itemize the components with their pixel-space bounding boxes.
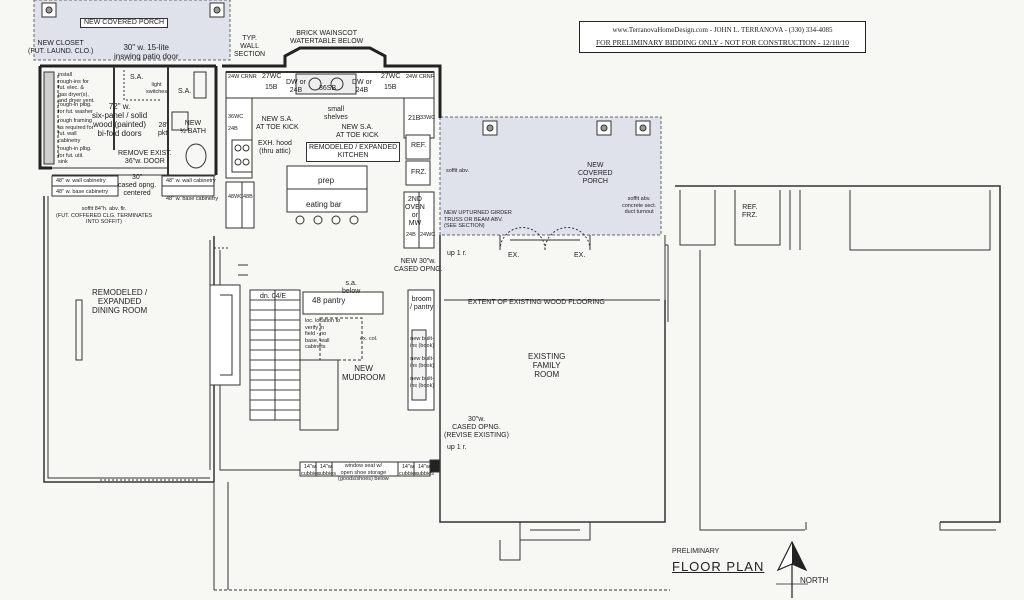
label-new-mudroom: NEW MUDROOM: [342, 364, 386, 382]
label-base-cabinetry-1: 48" w. base cabinetry: [56, 189, 109, 195]
title-block-disclaimer: FOR PRELIMINARY BIDDING ONLY - NOT FOR C…: [596, 38, 849, 47]
label-wc27-2: 27WC: [381, 73, 401, 80]
label-extent-flooring: EXTENT OF EXISTING WOOD FLOORING: [468, 299, 605, 306]
label-new-sa-toe-kick-2: NEW S.A. AT TOE KICK: [336, 124, 379, 139]
label-six-panel-doors: 72" w. six-panel / solid wood (painted) …: [92, 102, 148, 138]
label-new-cased-opening: NEW 30"w. CASED OPNG.: [394, 258, 443, 273]
label-half-bath: NEW ½ BATH: [180, 120, 206, 135]
label-new-closet: NEW CLOSET (FUT. LAUND. CLO.): [28, 40, 94, 55]
label-mudroom-note: loc. location to verify in field - no ba…: [305, 318, 341, 350]
label-rough-ins-2: rough-in plbg. for fut. washer: [58, 102, 93, 115]
label-second-oven: 2ND OVEN or MW: [405, 196, 425, 227]
label-b21: 21B: [408, 115, 421, 122]
label-covered-porch-top: NEW COVERED PORCH: [80, 18, 169, 28]
label-typ-wall-section: TYP. WALL SECTION: [234, 35, 266, 58]
label-48-pantry: 48 pantry: [312, 296, 346, 305]
label-b15-1: 15B: [265, 84, 278, 91]
label-wc24-v: 24WC: [420, 232, 436, 238]
label-wc36: 36WC: [228, 114, 244, 120]
label-cubbies-3: 14"w. cubbies: [399, 464, 418, 477]
label-soffit-note: soffit 84"h. abv. flr. (FUT. COFFERED CL…: [56, 206, 153, 225]
label-cased-opening-2: 30"w. CASED OPNG. (REVISE EXISTING): [444, 416, 509, 439]
label-up-1r-2: up 1 r.: [447, 444, 467, 451]
label-sa-2: S.A.: [178, 88, 192, 95]
label-b24: 24B: [228, 126, 238, 132]
label-built-ins-3: new built- ins (book): [410, 376, 435, 389]
plan-title: PRELIMINARY FLOOR PLAN: [672, 548, 764, 574]
label-cased-opening-1: 30" cased opng. centered: [118, 174, 157, 197]
label-wall-cabinetry-2: 48" w. wall cabinetry: [166, 178, 216, 184]
label-ex-cols: ex. col.: [360, 336, 378, 342]
title-block: www.TerranovaHomeDesign.com - JOHN L. TE…: [579, 21, 866, 53]
label-pocket-door: 28" pkt.: [158, 122, 170, 137]
label-dn: dn. 04/E: [260, 293, 287, 300]
label-family-room: EXISTING FAMILY ROOM: [528, 352, 566, 379]
label-wc24-2: 24W CRNR: [406, 74, 435, 80]
title-block-website: www.TerranovaHomeDesign.com - JOHN L. TE…: [612, 26, 833, 34]
label-built-ins-1: new built- ins (book): [410, 336, 435, 349]
label-dining-room: REMODELED / EXPANDED DINING ROOM: [92, 288, 148, 315]
label-prep: prep: [318, 176, 335, 185]
label-light-switches: light switches: [146, 82, 168, 95]
label-small-shelves: small shelves: [324, 106, 348, 121]
covered-porch-top: [33, 0, 231, 61]
label-covered-porch-right: NEW COVERED PORCH: [578, 162, 613, 185]
label-soffit-abv: soffit abv.: [446, 168, 470, 174]
label-cubbies-4: 14"w. cubbies: [415, 464, 434, 477]
label-rough-ins-4: rough-in plbg. for fut. util. sink: [58, 146, 92, 165]
label-ref-frz-right: REF. FRZ.: [742, 204, 758, 219]
label-b24-2: 24B: [406, 232, 416, 238]
label-built-ins-2: new built- ins (book): [410, 356, 435, 369]
label-base-cabinetry-2: 48" w. base cabinetry: [166, 196, 219, 202]
label-eating-bar: eating bar: [306, 200, 342, 209]
label-remove-door: REMOVE EXIST. 36"w. DOOR: [118, 150, 172, 165]
label-brick-wainscot: BRICK WAINSCOT WATERTABLE BELOW: [290, 30, 364, 45]
label-cubbies-1: 14"w. cubbies: [301, 464, 320, 477]
north-arrow-icon: [776, 540, 808, 598]
label-rough-ins-1: install rough-ins for fut. elec. & gas d…: [58, 72, 95, 104]
label-cubbies-2: 14"w. cubbies: [317, 464, 336, 477]
label-ex-2: EX.: [574, 252, 586, 259]
label-window-seat: window seat w/ open shoe storage (goods/…: [338, 463, 389, 482]
label-wall-cabinetry-1: 48" w. wall cabinetry: [56, 178, 106, 184]
plan-title-main: FLOOR PLAN: [672, 559, 765, 574]
label-dw-24b-2: DW or 24B: [352, 79, 372, 94]
label-soffit-concrete: soffit abv. concrete sect. duct turnout: [622, 196, 657, 215]
label-ref: REF.: [411, 142, 427, 149]
label-sa-1: S.A.: [130, 74, 144, 81]
label-patio-door: 30" w. 15-lite inswing patio door: [114, 43, 179, 61]
label-wc24-1: 24W CRNR: [228, 74, 257, 80]
label-broom-pantry: broom / pantry: [410, 296, 434, 311]
label-dw-24b-1: DW or 24B: [286, 79, 306, 94]
label-rough-ins-3: rough framing as required for fut. wall …: [58, 118, 94, 144]
label-girder-note: NEW UPTURNED GIRDER TRUSS OR BEAM ABV. (…: [444, 210, 512, 229]
label-remodeled-kitchen: REMODELED / EXPANDED KITCHEN: [306, 142, 401, 162]
label-sa-below: s.a. below: [342, 280, 361, 295]
covered-porch-right: [439, 116, 662, 236]
label-exh-hood: EXH. hood (thru attic): [258, 140, 292, 155]
label-b15-2: 15B: [384, 84, 397, 91]
label-wc27-1: 27WC: [262, 73, 282, 80]
label-up-1r-1: up 1 r.: [447, 250, 467, 257]
label-b48: 48B: [243, 194, 253, 200]
label-ex-1: EX.: [508, 252, 520, 259]
label-wc48: 48WC: [228, 194, 244, 200]
label-frz: FRZ.: [411, 169, 427, 176]
label-wc33: 33WC: [420, 115, 436, 121]
label-new-sa-toe-kick-1: NEW S.A. AT TOE KICK: [256, 116, 299, 131]
label-sink-36sb: 36SB: [319, 85, 337, 92]
north-label: NORTH: [800, 576, 829, 585]
plan-title-prefix: PRELIMINARY: [672, 548, 720, 555]
